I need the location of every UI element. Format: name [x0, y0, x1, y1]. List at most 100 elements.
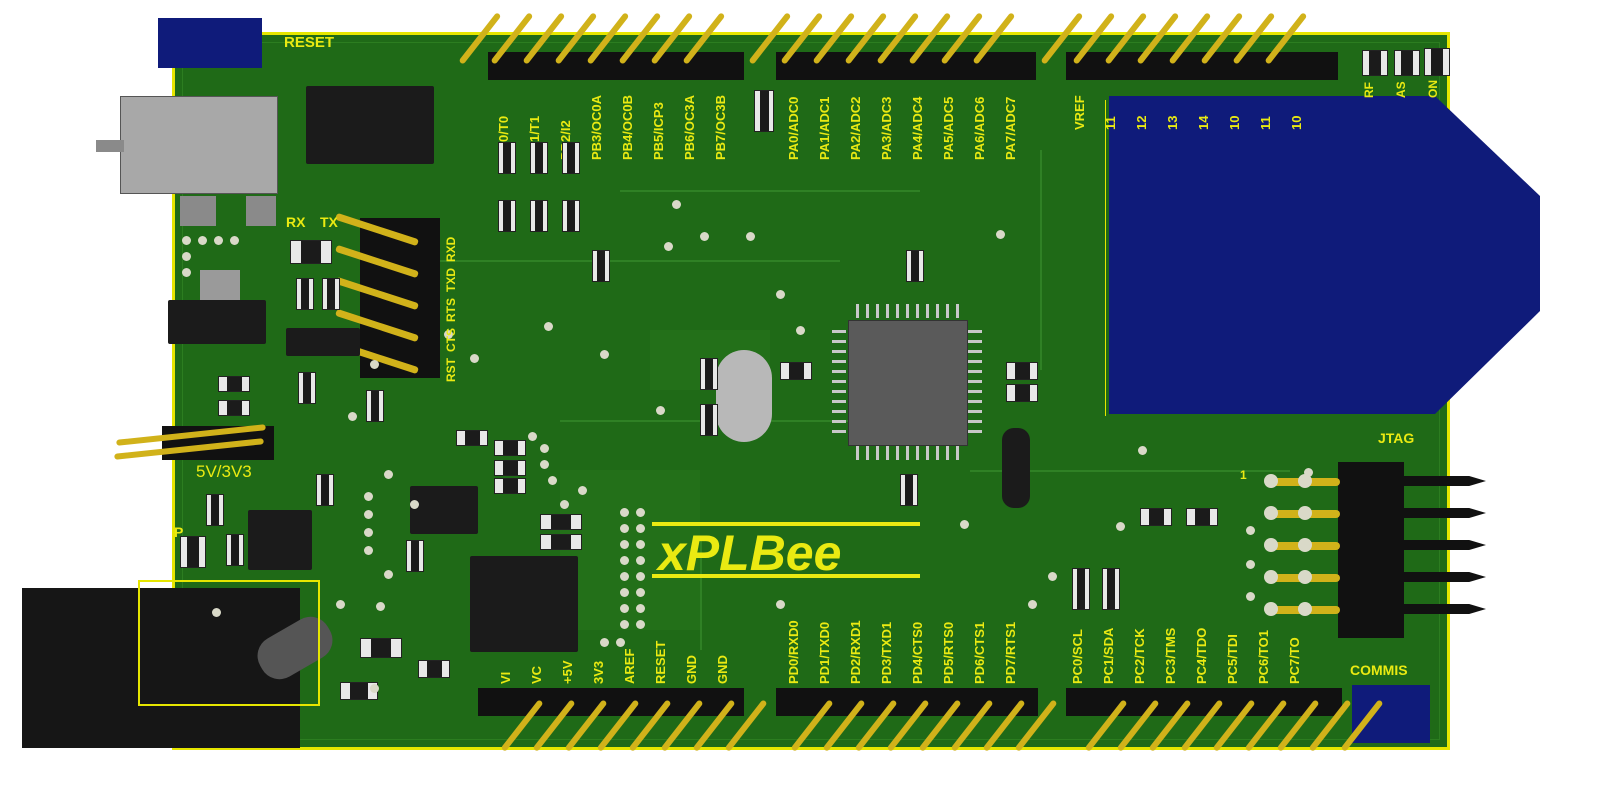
via: [410, 500, 419, 509]
header-pin-label: GND: [715, 655, 730, 684]
mcu-pin: [956, 446, 959, 460]
smd-capacitor: [218, 376, 250, 392]
header-pin-label: PA3/ADC3: [879, 96, 894, 160]
header-pin-label: 13: [1165, 115, 1180, 130]
smd-resistor: [296, 278, 314, 310]
jtag-pad: [1298, 602, 1312, 616]
header-pin-label: PA6/ADC6: [972, 96, 987, 160]
header-pin-label: PA7/ADC7: [1003, 96, 1018, 160]
header-pin-label: VREF: [1072, 95, 1087, 130]
uart-pin-label: TXD: [444, 268, 458, 292]
header-pin-label: PA5/ADC5: [941, 96, 956, 160]
header-pin-label: PC4/TDO: [1194, 627, 1209, 684]
mcu-pin: [956, 304, 959, 318]
header-pin-label: PC7/TO: [1287, 637, 1302, 684]
smd-capacitor: [366, 390, 384, 422]
header-pin-label: PB6/OC3A: [682, 94, 697, 160]
mcu-pin: [886, 446, 889, 460]
header-pin-label: PA2/ADC2: [848, 96, 863, 160]
logo-bar-bottom: [652, 574, 920, 578]
header-bottom-left: [478, 688, 744, 716]
jtag-pad: [1264, 474, 1278, 488]
logo-bar-top: [652, 522, 920, 526]
via: [776, 290, 785, 299]
header-pin-label: 12: [1134, 115, 1149, 130]
mcu-pin: [968, 430, 982, 433]
regulator-small: [286, 328, 360, 356]
jtag-pin-tip: [1402, 508, 1486, 518]
header-pin-label: PC1/SDA: [1101, 627, 1116, 684]
mcu-pin: [832, 390, 846, 393]
via: [544, 322, 553, 331]
smd-capacitor: [1006, 362, 1038, 380]
smd-diode: [360, 638, 402, 658]
via: [700, 232, 709, 241]
label-reset: RESET: [284, 34, 335, 51]
mcu-pin: [968, 370, 982, 373]
commis-button[interactable]: [1352, 685, 1430, 743]
smd-capacitor: [780, 362, 812, 380]
mcu-pin: [916, 446, 919, 460]
header-pin-label: PD3/TXD1: [879, 621, 894, 684]
led-as: [1394, 50, 1420, 76]
via: [182, 252, 191, 261]
via: [600, 350, 609, 359]
mcu-pin: [832, 370, 846, 373]
header-pin-label: PD7/RTS1: [1003, 621, 1018, 684]
mcu-pin: [946, 304, 949, 318]
led-rf: [1362, 50, 1388, 76]
header-pin-label: VC: [529, 665, 544, 684]
jtag-pin-tip: [1402, 540, 1486, 550]
header-pin-label: 11: [1258, 116, 1273, 130]
jtag-pad: [1298, 538, 1312, 552]
smd-capacitor: [1102, 568, 1120, 610]
board-logo: xPLBee: [658, 525, 842, 581]
via: [616, 638, 625, 647]
jtag-pad: [1264, 570, 1278, 584]
microcontroller: [848, 320, 968, 446]
smd-capacitor: [700, 404, 718, 436]
via: [960, 520, 969, 529]
mcu-pin: [832, 430, 846, 433]
smd-capacitor: [1072, 568, 1090, 610]
header-pin-label: GND: [684, 655, 699, 684]
via: [214, 236, 223, 245]
voltage-regulator: [168, 300, 266, 344]
jtag-pin-tip: [1402, 604, 1486, 614]
usb-connector: [120, 96, 278, 194]
smd-resistor: [754, 90, 774, 132]
mcu-pin: [866, 446, 869, 460]
trace: [440, 260, 840, 262]
mcu-pin: [832, 410, 846, 413]
header-pin-label: PB5/ICP3: [651, 102, 666, 160]
header-pin-label: PD0/RXD0: [786, 620, 801, 684]
via: [636, 508, 645, 517]
inductor: [470, 556, 578, 652]
label-tx: TX: [320, 214, 338, 230]
mcu-pin: [832, 330, 846, 333]
via: [620, 524, 629, 533]
jtag-header: [1338, 462, 1404, 638]
via: [540, 460, 549, 469]
jtag-pin-tip: [1402, 572, 1486, 582]
mcu-pin: [968, 340, 982, 343]
label-power: P: [174, 524, 184, 540]
header-pin-label: +5V: [560, 660, 575, 685]
regulator-tab: [200, 270, 240, 300]
via: [336, 600, 345, 609]
header-pin-label: PC6/TO1: [1256, 630, 1271, 684]
via: [376, 602, 385, 611]
reset-button[interactable]: [158, 18, 262, 68]
via: [620, 508, 629, 517]
mcu-pin: [968, 330, 982, 333]
header-pin-label: PA4/ADC4: [910, 96, 925, 160]
via: [444, 330, 453, 339]
rf-module: [1105, 96, 1540, 416]
via: [230, 236, 239, 245]
via: [1304, 468, 1313, 477]
header-pin-label: PC3/TMS: [1163, 627, 1178, 684]
smd-resistor: [592, 250, 610, 282]
smd-capacitor: [218, 400, 250, 416]
smd-resistor: [530, 142, 548, 174]
uart-pin-label: RXD: [444, 236, 458, 262]
